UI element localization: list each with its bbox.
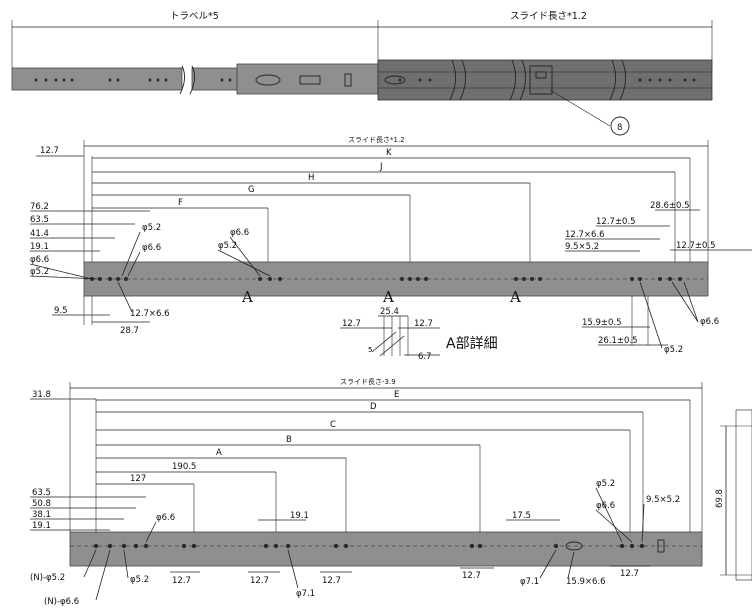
dim-9-5x5-2: 9.5×5.2 xyxy=(565,242,599,252)
dim-12-7-d: 12.7 xyxy=(462,571,481,581)
dim-12-7x6-6-bot: 12.7×6.6 xyxy=(130,309,170,319)
dim-190-5: 190.5 xyxy=(172,462,196,472)
dim-15-9: 15.9±0.5 xyxy=(582,318,622,328)
phi-5-2-left: φ5.2 xyxy=(30,267,49,277)
dim-127: 127 xyxy=(130,474,146,484)
travel-label: トラベル*5 xyxy=(170,11,219,22)
slide-length-label-mid: スライド長さ*1.2 xyxy=(348,136,405,144)
dim-12-7-left: 12.7 xyxy=(40,146,59,156)
detail-6-7: 6.7 xyxy=(418,352,432,362)
detail-title: A部詳細 xyxy=(446,336,498,352)
dim-12-7-tol: 12.7±0.5 xyxy=(596,217,636,227)
phi-5-2-a: φ5.2 xyxy=(142,223,161,233)
top-view: トラベル*5 スライド長さ*1.2 xyxy=(11,11,713,136)
bottom-view: スライド長さ-3.9 31.8 E D C B A 190.5 127 63.5… xyxy=(30,378,703,607)
phi-5-2-b: φ5.2 xyxy=(218,241,237,251)
dim-50-8: 50.8 xyxy=(32,499,51,509)
dim-19-1-bot: 19.1 xyxy=(32,521,51,531)
detail-12-7-right: 12.7 xyxy=(414,319,433,329)
rail-bottom-view xyxy=(69,531,703,567)
dim-e: E xyxy=(394,390,399,400)
dim-9-5x5-2-bot: 9.5×5.2 xyxy=(646,495,680,505)
dim-12-7x6-6-top: 12.7×6.6 xyxy=(565,230,605,240)
dim-12-7-a: 12.7 xyxy=(172,576,191,586)
dim-17-5: 17.5 xyxy=(512,511,531,521)
dim-g: G xyxy=(248,185,255,195)
detail-25-4: 25.4 xyxy=(380,307,399,317)
dim-63-5: 63.5 xyxy=(30,215,49,225)
phi-6-6-bot: φ6.6 xyxy=(156,513,175,523)
dim-a: A xyxy=(216,448,222,458)
dim-41-4: 41.4 xyxy=(30,229,49,239)
balloon-number: 8 xyxy=(617,123,622,133)
slide-length-label-bottom: スライド長さ-3.9 xyxy=(340,378,396,386)
phi-5-2-bot: φ5.2 xyxy=(130,575,149,585)
dim-h: H xyxy=(308,173,314,183)
phi-6-6-a: φ6.6 xyxy=(142,243,161,253)
phi-6-6-right: φ6.6 xyxy=(700,317,719,327)
side-view: 69.8 xyxy=(715,409,752,581)
dim-j: J xyxy=(379,162,383,172)
dim-12-7-tol-right: 12.7±0.5 xyxy=(676,241,716,251)
side-height: 69.8 xyxy=(715,489,725,508)
dim-26-1: 26.1±0.5 xyxy=(598,336,638,346)
dim-12-7-b: 12.7 xyxy=(250,576,269,586)
dim-15-9x6-6: 15.9×6.6 xyxy=(566,577,606,587)
phi-6-6-b: φ6.6 xyxy=(230,228,249,238)
dim-d: D xyxy=(370,402,377,412)
middle-view: A A A スライド長さ*1.2 12.7 K J H G F 76.2 63.… xyxy=(29,136,752,362)
dim-f: F xyxy=(178,198,183,208)
phi-7-1-b: φ7.1 xyxy=(520,577,539,587)
balloon-8 xyxy=(610,116,630,136)
phi-7-1-a: φ7.1 xyxy=(296,589,315,599)
dim-b: B xyxy=(286,435,292,445)
dim-12-7-c: 12.7 xyxy=(322,576,341,586)
dim-31-8: 31.8 xyxy=(32,390,51,400)
phi-6-6-left: φ6.6 xyxy=(30,255,49,265)
dim-12-7-e: 12.7 xyxy=(620,569,639,579)
dim-76-2: 76.2 xyxy=(30,202,49,212)
dim-9-5: 9.5 xyxy=(54,306,68,316)
dim-19-1-mid: 19.1 xyxy=(290,511,309,521)
slide-length-label-top: スライド長さ*1.2 xyxy=(510,11,587,22)
detail-5: 5 xyxy=(368,346,372,354)
phi-6-6-right-bot: φ6.6 xyxy=(596,501,615,511)
section-mark-a-1: A xyxy=(241,288,253,306)
dim-k: K xyxy=(386,148,392,158)
detail-12-7-left: 12.7 xyxy=(342,319,361,329)
dim-28-7: 28.7 xyxy=(120,326,139,336)
dim-19-1: 19.1 xyxy=(30,242,49,252)
dim-38-1: 38.1 xyxy=(32,510,51,520)
inner-rail-top xyxy=(377,59,713,101)
dim-c: C xyxy=(330,420,336,430)
intermediate-rail-top xyxy=(236,63,379,95)
detail-a: 25.4 12.7 12.7 5 6.7 A部詳細 xyxy=(340,307,498,362)
n-phi-5-2: (N)-φ5.2 xyxy=(30,573,65,583)
section-mark-a-3: A xyxy=(509,288,521,306)
phi-5-2-top-right: φ5.2 xyxy=(596,479,615,489)
dim-28-6: 28.6±0.5 xyxy=(650,201,690,211)
phi-5-2-right: φ5.2 xyxy=(664,345,683,355)
dim-63-5-bot: 63.5 xyxy=(32,488,51,498)
section-mark-a-2: A xyxy=(382,288,394,306)
n-phi-6-6: (N)-φ6.6 xyxy=(44,597,79,607)
outer-rail-top xyxy=(11,67,183,91)
